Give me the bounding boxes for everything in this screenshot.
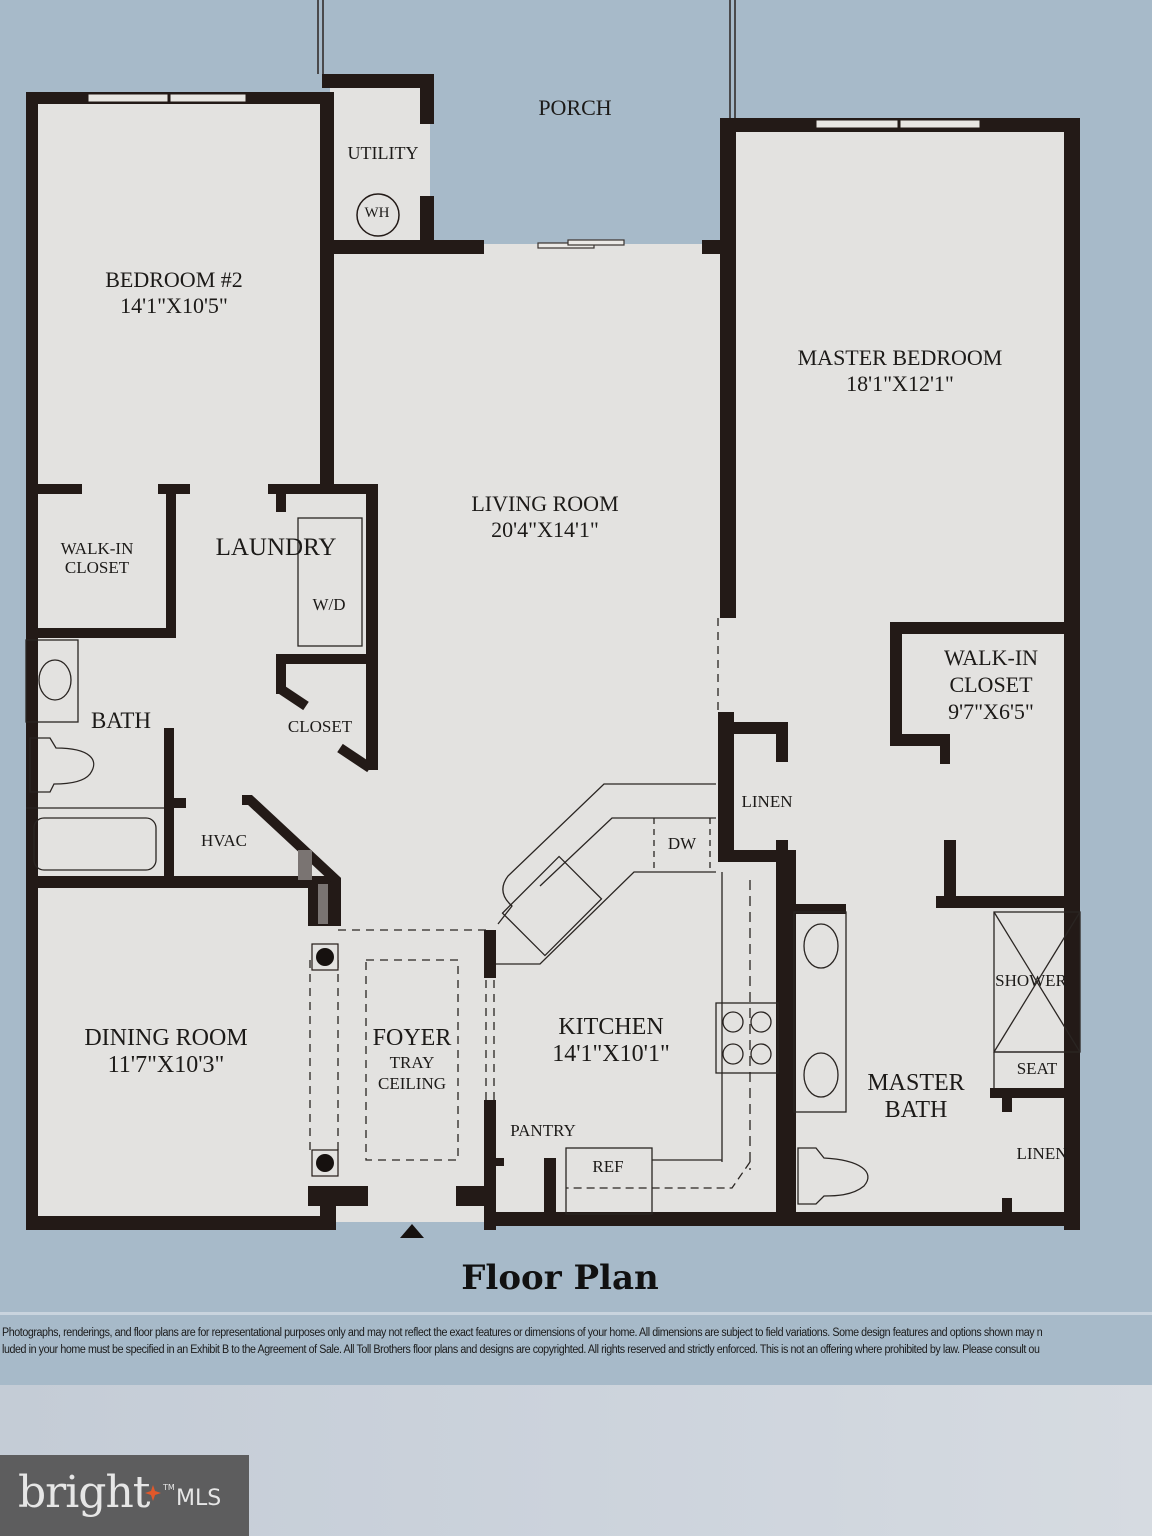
- washer-dryer-box: [297, 517, 363, 647]
- master-bedroom-name: MASTER BEDROOM: [797, 345, 1003, 370]
- dining-room-dims: 11'7"X10'3": [107, 1052, 225, 1078]
- master-walkin-line2: CLOSET: [949, 672, 1033, 697]
- bedroom2-name: BEDROOM #2: [105, 267, 243, 292]
- laundry-label: LAUNDRY: [215, 534, 337, 561]
- dishwasher-label: DW: [667, 834, 697, 853]
- walkin-closet-line1: WALK-IN: [60, 539, 134, 558]
- water-heater-icon: [356, 193, 400, 237]
- porch-outline: [317, 0, 736, 118]
- foyer-details: [309, 929, 495, 1161]
- linen-bath-label: LINEN: [1016, 1144, 1068, 1163]
- foyer-line2: TRAY: [389, 1053, 435, 1072]
- bath-fixtures: [25, 639, 164, 871]
- column-icons: [311, 943, 339, 1177]
- foyer-name: FOYER: [372, 1025, 452, 1051]
- walkin-closet-line2: CLOSET: [64, 558, 130, 577]
- entry-arrow-icon: [400, 1224, 424, 1238]
- bedroom2-dims: 14'1"X10'5": [120, 293, 228, 318]
- living-room-dims: 20'4"X14'1": [491, 517, 599, 542]
- master-bath-line1: MASTER: [867, 1070, 965, 1096]
- closet-doors: [279, 685, 373, 773]
- linen-hall-label: LINEN: [741, 792, 793, 811]
- kitchen-dims: 14'1"X10'1": [552, 1041, 670, 1067]
- kitchen-counters: [496, 783, 779, 1215]
- master-walkin-dims: 9'7"X6'5": [948, 699, 1034, 724]
- kitchen-name: KITCHEN: [558, 1014, 664, 1040]
- disclaimer-line2: luded in your home must be specified in …: [2, 1344, 1040, 1356]
- bath-label: BATH: [90, 708, 152, 733]
- bright-mls-logo: bright TM MLS: [0, 1455, 249, 1536]
- water-heater-label: WH: [364, 205, 390, 221]
- pantry-label: PANTRY: [510, 1121, 576, 1140]
- disclaimer-line1: Photographs, renderings, and floor plans…: [2, 1327, 1043, 1339]
- master-bath-line2: BATH: [884, 1097, 948, 1123]
- logo-wordmark: bright: [18, 1467, 150, 1518]
- living-room-name: LIVING ROOM: [471, 491, 619, 516]
- logo-star-icon: [145, 1485, 161, 1501]
- windows: [87, 93, 981, 129]
- master-walkin-line1: WALK-IN: [943, 645, 1039, 670]
- logo-mls-text: MLS: [176, 1486, 222, 1511]
- master-bath-fixtures: [793, 911, 1081, 1205]
- master-bedroom-dims: 18'1"X12'1": [846, 371, 954, 396]
- divider: [0, 1312, 1152, 1315]
- floor-plan-title: Floor Plan: [461, 1258, 659, 1298]
- porch-label: PORCH: [538, 95, 612, 120]
- washer-dryer-label: W/D: [312, 595, 346, 614]
- closet-label: CLOSET: [287, 717, 353, 736]
- sliding-door: [537, 239, 625, 249]
- shower-label: SHOWER: [995, 971, 1067, 990]
- refrigerator-label: REF: [592, 1157, 624, 1176]
- hvac-label: HVAC: [201, 831, 247, 850]
- seat-label: SEAT: [1016, 1059, 1058, 1078]
- foyer-line3: CEILING: [378, 1074, 446, 1093]
- utility-label: UTILITY: [347, 143, 419, 163]
- trademark-symbol: TM: [163, 1483, 175, 1492]
- floor-plan-drawing: [25, 0, 1081, 1238]
- dining-room-name: DINING ROOM: [84, 1025, 248, 1051]
- hvac-wall: [242, 795, 341, 926]
